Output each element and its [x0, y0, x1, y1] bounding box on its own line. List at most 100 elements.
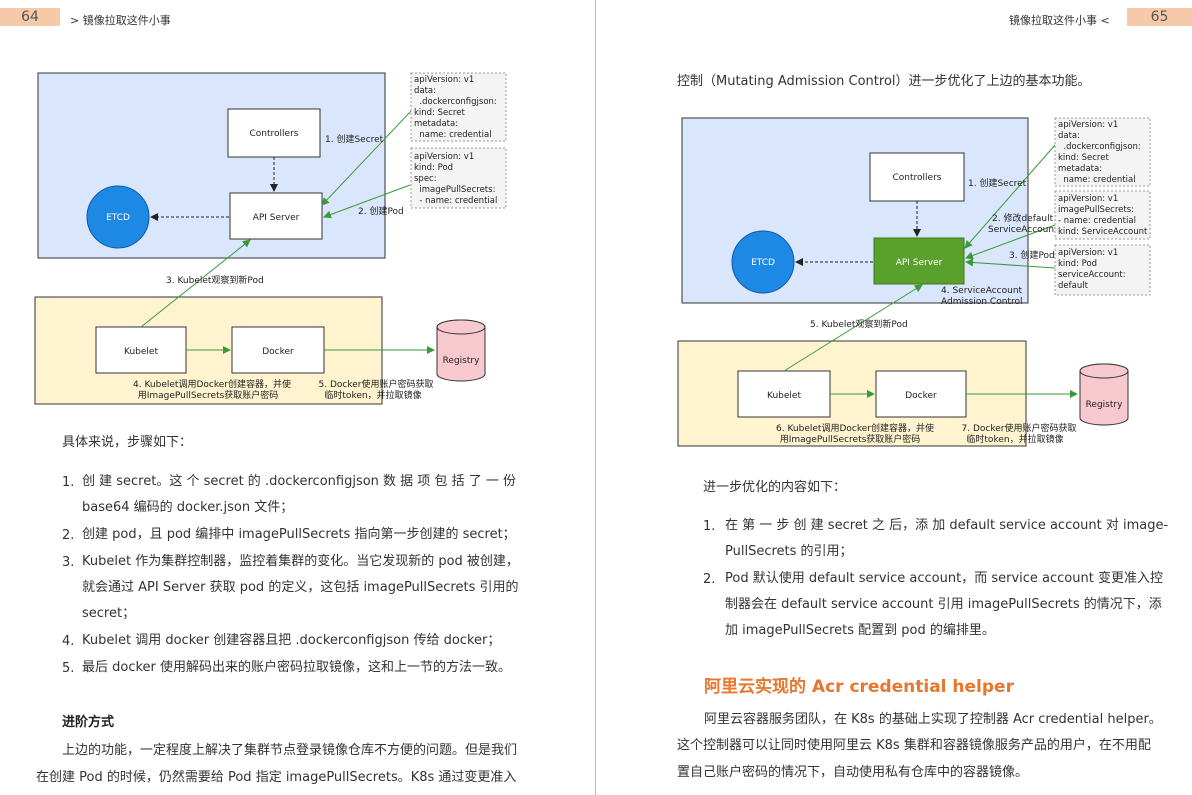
section-title: 阿里云实现的 Acr credential helper	[704, 677, 1014, 697]
registry-label: Registry	[443, 356, 481, 366]
step-line: 加 imagePullSecrets 配置到 pod 的编排里。	[725, 623, 995, 638]
docker-box	[875, 370, 967, 418]
note2-line: - name: credential	[1058, 216, 1136, 226]
step4-label-2: Admission Control	[941, 297, 1022, 307]
running-head: 镜像拉取这件小事 <	[1009, 14, 1110, 27]
paragraph-line: 在创建 Pod 的时候，仍然需要给 Pod 指定 imagePullSecret…	[36, 770, 517, 785]
note1-line: data:	[414, 86, 436, 96]
paragraph-line: 这个控制器可以让同时使用阿里云 K8s 集群和容器镜像服务产品的用户，在不用配	[677, 738, 1151, 753]
note2-line: kind: Pod	[414, 163, 453, 173]
note1-line: apiVersion: v1	[1058, 120, 1118, 130]
docker-box	[231, 326, 325, 374]
serviceaccount-yaml-note	[1054, 190, 1151, 240]
right-page: 镜像拉取这件小事 < 65 控制（Mutating Admission Cont…	[597, 0, 1192, 795]
step-number: 4.	[62, 634, 75, 649]
page-number: 65	[1127, 8, 1192, 26]
step5-label-2: 临时token，并拉取镜像	[324, 389, 421, 401]
step-line: 创 建 secret。这 个 secret 的 .dockerconfigjso…	[82, 474, 516, 489]
etcd-label: ETCD	[106, 213, 130, 223]
step-line: PullSecrets 的引用；	[725, 544, 853, 559]
intro-text: 进一步优化的内容如下：	[703, 480, 847, 495]
api-server-box	[229, 192, 323, 240]
controllers-label: Controllers	[250, 129, 299, 139]
paragraph-line: 阿里云容器服务团队，在 K8s 的基础上实现了控制器 Acr credentia…	[704, 712, 1162, 727]
kubelet-label: Kubelet	[124, 347, 158, 357]
note1-line: metadata:	[414, 119, 458, 129]
paragraph-line: 置自己账户密码的情况下，自动使用私有仓库中的容器镜像。	[677, 765, 1029, 780]
running-head: > 镜像拉取这件小事	[70, 14, 171, 27]
step7-label-1: 7. Docker使用账户密码获取	[962, 422, 1077, 434]
step-number: 5.	[62, 661, 75, 676]
note3-line: serviceAccount:	[1058, 270, 1126, 280]
step2-label: 2. 创建Pod	[358, 205, 404, 217]
note1-line: metadata:	[1058, 164, 1102, 174]
note1-line: data:	[1058, 131, 1080, 141]
step2-label-1: 2. 修改default	[992, 212, 1054, 224]
step-number: 2.	[62, 528, 75, 543]
mutating-admission-diagram: Controllers API Server ETCD Kubelet Dock…	[677, 117, 1151, 447]
note1-line: kind: Secret	[414, 108, 465, 118]
secret-flow-diagram: Controllers API Server ETCD Kubelet Dock…	[34, 72, 507, 405]
step-line: 最后 docker 使用解码出来的账户密码拉取镜像，这和上一节的方法一致。	[82, 660, 512, 675]
note2-line: - name: credential	[414, 196, 497, 206]
api-server-label: API Server	[896, 258, 943, 268]
step-line: 在 第 一 步 创 建 secret 之 后，添 加 default servi…	[725, 518, 1169, 533]
note2-line: apiVersion: v1	[1058, 194, 1118, 204]
note1-line: kind: Secret	[1058, 153, 1109, 163]
etcd-label: ETCD	[751, 258, 775, 268]
api-server-box	[873, 237, 965, 285]
intro-text: 具体来说，步骤如下：	[62, 435, 193, 450]
step-number: 2.	[703, 572, 716, 587]
step6-label-2: 用ImagePullSecrets获取账户密码	[780, 433, 921, 445]
secret-yaml-note	[410, 72, 507, 142]
step1-label: 1. 创建Secret	[968, 177, 1027, 189]
note1-line: .dockerconfigjson:	[414, 97, 497, 107]
pod-yaml-note	[410, 147, 507, 209]
note1-line: .dockerconfigjson:	[1058, 142, 1141, 152]
step-line: Pod 默认使用 default service account，而 servi…	[725, 571, 1163, 586]
note2-line: imagePullSecrets:	[414, 185, 495, 195]
etcd-circle	[731, 230, 795, 294]
note3-line: kind: Pod	[1058, 259, 1097, 269]
note2-line: apiVersion: v1	[414, 152, 474, 162]
section-title: 进阶方式	[62, 715, 115, 730]
step-number: 1.	[703, 519, 716, 534]
controllers-box	[227, 108, 321, 158]
note1-line: name: credential	[414, 130, 492, 140]
pod-yaml-note	[1054, 244, 1151, 296]
step-line: 制器会在 default service account 引用 imagePul…	[725, 597, 1162, 612]
kubelet-box	[737, 370, 831, 418]
docker-label: Docker	[262, 347, 294, 357]
step5-label-1: 5. Docker使用账户密码获取	[319, 378, 434, 390]
step-line: 创建 pod，且 pod 编排中 imagePullSecrets 指向第一步创…	[82, 527, 516, 542]
step5-label: 5. Kubelet观察到新Pod	[810, 318, 908, 330]
top-line: 控制（Mutating Admission Control）进一步优化了上边的基…	[677, 74, 1091, 89]
paragraph-line: 上边的功能，一定程度上解决了集群节点登录镜像仓库不方便的问题。但是我们	[62, 743, 518, 758]
page-divider	[595, 0, 596, 795]
step3-label: 3. Kubelet观察到新Pod	[166, 274, 264, 286]
left-page: 64 > 镜像拉取这件小事 Controllers API Server ETC…	[0, 0, 595, 795]
step7-label-2: 临时token，并拉取镜像	[966, 433, 1063, 445]
step-line: secret；	[82, 606, 136, 621]
step-line: base64 编码的 docker.json 文件；	[82, 500, 294, 515]
note2-line: spec:	[414, 174, 437, 184]
step-line: 就会通过 API Server 获取 pod 的定义，这包括 imagePull…	[82, 580, 519, 595]
note2-line: kind: ServiceAccount	[1058, 227, 1148, 237]
controllers-label: Controllers	[893, 173, 942, 183]
step-line: Kubelet 调用 docker 创建容器且把 .dockerconfigjs…	[82, 633, 501, 648]
docker-label: Docker	[905, 391, 937, 401]
step-line: Kubelet 作为集群控制器，监控着集群的变化。当它发现新的 pod 被创建，	[82, 554, 519, 569]
kubelet-label: Kubelet	[767, 391, 801, 401]
note1-line: name: credential	[1058, 175, 1136, 185]
registry-label: Registry	[1086, 400, 1124, 410]
cluster-box	[681, 117, 1029, 304]
step1-label: 1. 创建Secret	[325, 133, 384, 145]
step4-label-1: 4. Kubelet调用Docker创建容器，并使	[133, 378, 291, 390]
step2-label-2: ServiceAccount	[988, 225, 1058, 235]
secret-yaml-note	[1054, 117, 1151, 187]
step-number: 1.	[62, 475, 75, 490]
note3-line: default	[1058, 281, 1089, 291]
step4-label-2: 用ImagePullSecrets获取账户密码	[138, 389, 279, 401]
api-server-label: API Server	[253, 213, 300, 223]
step3-label: 3. 创建Pod	[1009, 249, 1055, 261]
